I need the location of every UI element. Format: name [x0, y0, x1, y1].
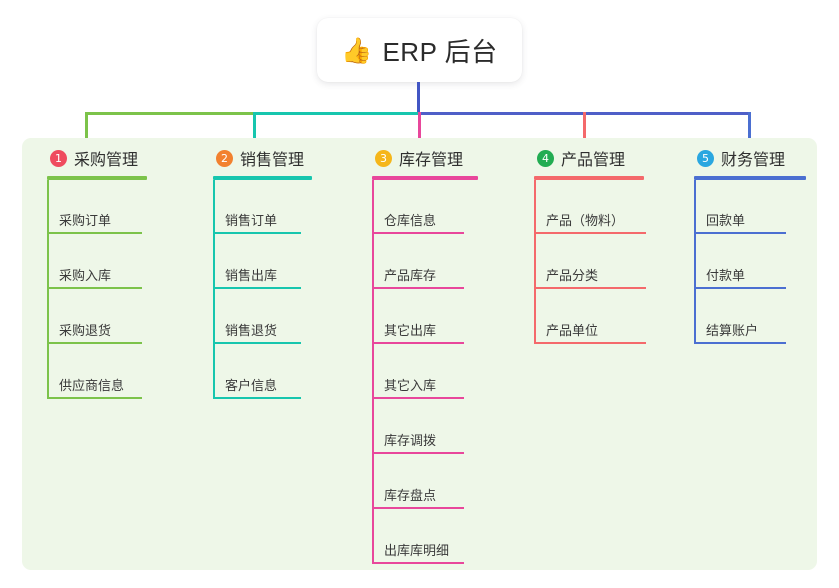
branch-title-3: 库存管理 — [399, 152, 464, 169]
bus-segment-left — [85, 112, 253, 115]
branch-item-underline — [47, 342, 142, 344]
branch-item-underline — [47, 287, 142, 289]
branch-item[interactable]: 库存盘点 — [384, 488, 437, 503]
root-stem-line — [417, 82, 420, 115]
branch-item-underline — [213, 232, 301, 234]
branch-item-underline — [372, 507, 464, 509]
branch-item[interactable]: 其它出库 — [384, 323, 437, 338]
branch-item-underline — [47, 232, 142, 234]
branch-item[interactable]: 产品分类 — [546, 268, 599, 283]
branch-spine-4 — [534, 180, 536, 342]
branch-item-underline — [534, 342, 646, 344]
branch-drop-line-5 — [748, 112, 751, 146]
branch-badge-5: 5 — [697, 149, 714, 167]
branch-panel — [22, 138, 817, 570]
branch-underline-1 — [47, 176, 147, 180]
branch-badge-4: 4 — [537, 149, 554, 167]
branch-item-underline — [213, 287, 301, 289]
branch-item[interactable]: 产品单位 — [546, 323, 599, 338]
branch-header-2[interactable]: 2 销售管理 — [216, 146, 304, 170]
branch-item[interactable]: 产品（物料） — [546, 213, 625, 228]
branch-item-underline — [372, 287, 464, 289]
branch-spine-3 — [372, 180, 374, 562]
branch-item-underline — [213, 342, 301, 344]
branch-title-2: 销售管理 — [240, 152, 305, 169]
branch-drop-line-2 — [253, 112, 256, 146]
branch-header-3[interactable]: 3 库存管理 — [375, 146, 463, 170]
branch-item-underline — [372, 397, 464, 399]
branch-item[interactable]: 出库库明细 — [384, 543, 450, 558]
branch-underline-4 — [534, 176, 644, 180]
root-node[interactable]: 👍 ERP 后台 — [317, 18, 522, 82]
branch-underline-3 — [372, 176, 478, 180]
branch-item-underline — [534, 232, 646, 234]
branch-item[interactable]: 供应商信息 — [59, 378, 125, 393]
branch-underline-5 — [694, 176, 806, 180]
branch-item[interactable]: 销售退货 — [225, 323, 278, 338]
branch-item-underline — [694, 287, 786, 289]
branch-item[interactable]: 结算账户 — [706, 323, 759, 338]
bus-segment-mid — [253, 112, 420, 115]
branch-spine-5 — [694, 180, 696, 342]
root-node-title: ERP 后台 — [382, 36, 498, 67]
branch-badge-1: 1 — [50, 149, 67, 167]
branch-item[interactable]: 仓库信息 — [384, 213, 437, 228]
branch-item[interactable]: 销售出库 — [225, 268, 278, 283]
branch-drop-line-4 — [583, 112, 586, 146]
branch-badge-3: 3 — [375, 149, 392, 167]
branch-underline-2 — [213, 176, 312, 180]
branch-item-underline — [372, 562, 464, 564]
branch-item[interactable]: 采购退货 — [59, 323, 112, 338]
branch-title-1: 采购管理 — [74, 152, 139, 169]
branch-header-1[interactable]: 1 采购管理 — [50, 146, 138, 170]
branch-item[interactable]: 其它入库 — [384, 378, 437, 393]
branch-item[interactable]: 采购入库 — [59, 268, 112, 283]
branch-item[interactable]: 付款单 — [706, 268, 746, 283]
thumbs-up-icon: 👍 — [341, 35, 373, 65]
branch-item[interactable]: 销售订单 — [225, 213, 278, 228]
branch-header-5[interactable]: 5 财务管理 — [697, 146, 785, 170]
branch-item-underline — [372, 452, 464, 454]
branch-title-4: 产品管理 — [561, 152, 626, 169]
branch-item-underline — [694, 232, 786, 234]
branch-item[interactable]: 库存调拨 — [384, 433, 437, 448]
branch-item[interactable]: 采购订单 — [59, 213, 112, 228]
branch-badge-2: 2 — [216, 149, 233, 167]
branch-drop-line-3 — [418, 112, 421, 146]
branch-title-5: 财务管理 — [721, 152, 786, 169]
branch-item-underline — [534, 287, 646, 289]
branch-item[interactable]: 客户信息 — [225, 378, 278, 393]
branch-header-4[interactable]: 4 产品管理 — [537, 146, 625, 170]
branch-item[interactable]: 产品库存 — [384, 268, 437, 283]
branch-item[interactable]: 回款单 — [706, 213, 746, 228]
branch-item-underline — [213, 397, 301, 399]
branch-item-underline — [47, 397, 142, 399]
branch-drop-line-1 — [85, 112, 88, 146]
branch-item-underline — [694, 342, 786, 344]
branch-item-underline — [372, 342, 464, 344]
branch-item-underline — [372, 232, 464, 234]
